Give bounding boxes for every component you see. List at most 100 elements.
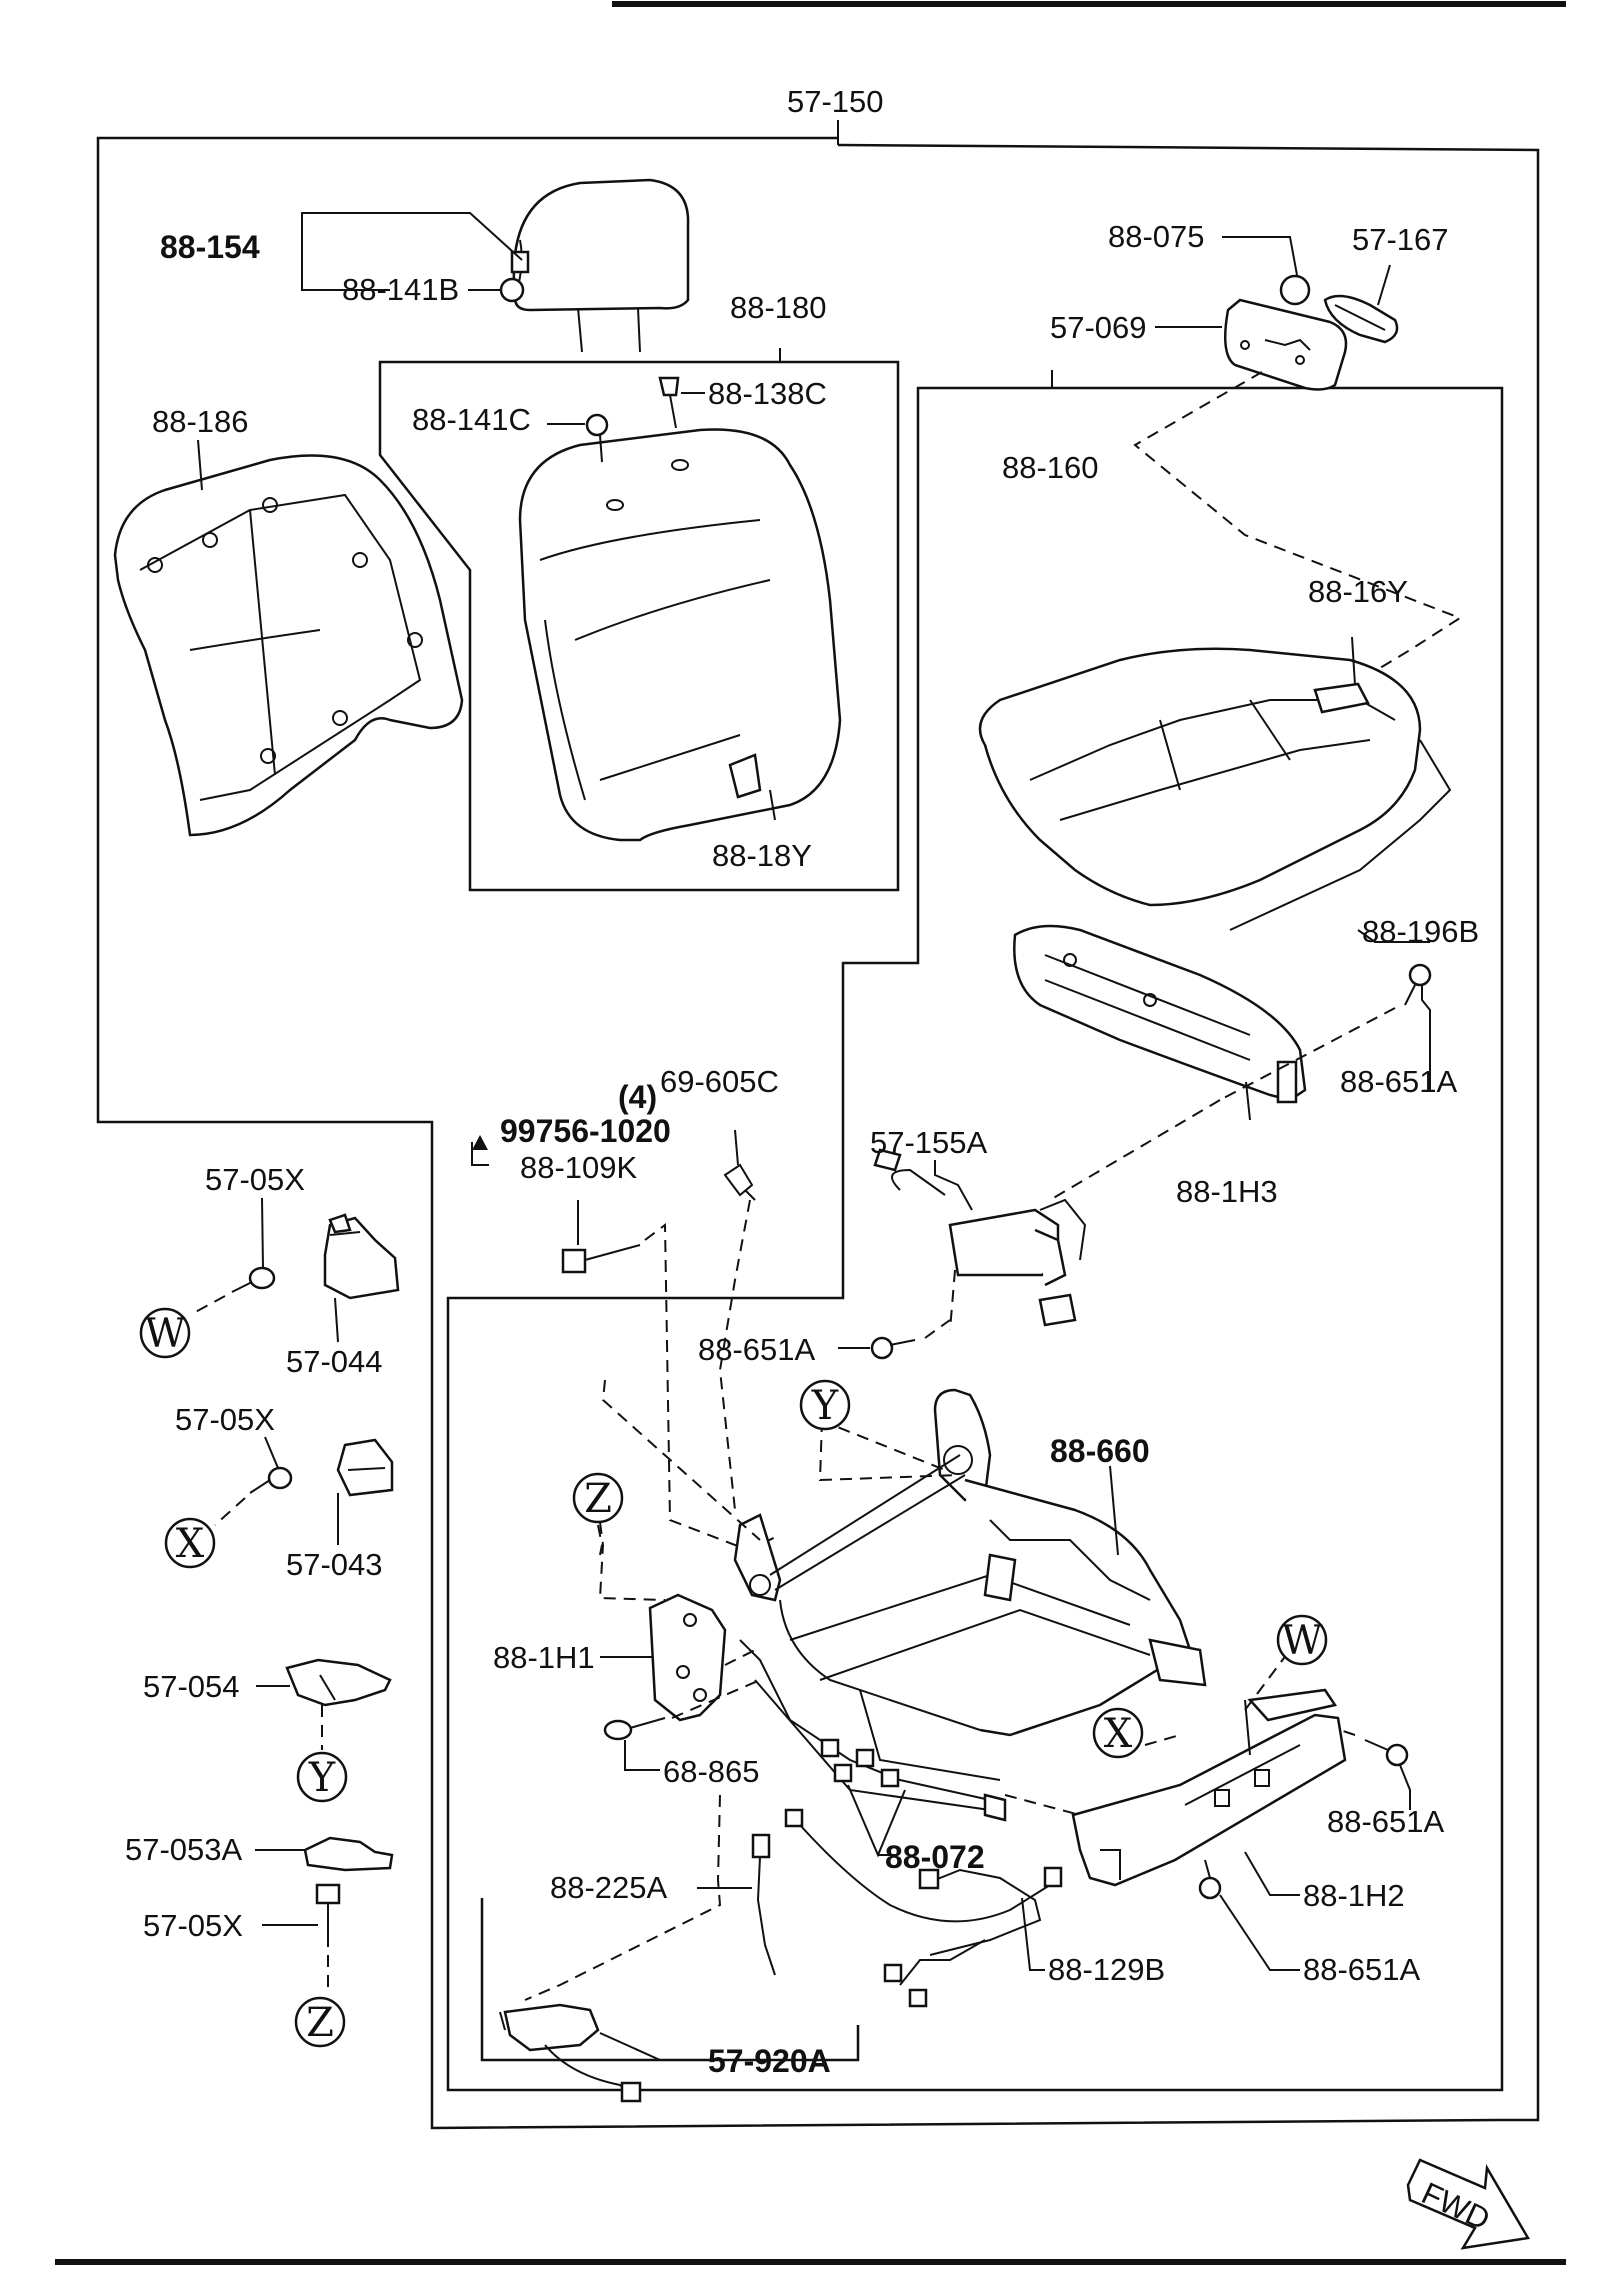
ref-y-left xyxy=(296,1751,348,1803)
bolt-x-part xyxy=(249,1466,293,1494)
label-assembly: 57-150 xyxy=(787,84,884,119)
bolt-z-part xyxy=(315,1883,341,1935)
label-screw-lower: 88-651A xyxy=(1303,1952,1421,1987)
screw-right-leader xyxy=(1399,1764,1411,1810)
label-harness-225: 88-225A xyxy=(550,1870,668,1905)
adjuster-leader xyxy=(1245,1081,1251,1121)
bracket-h1-part xyxy=(648,1593,727,1722)
ref-z-frame-text: Z xyxy=(584,1476,612,1522)
label-back-group: 88-180 xyxy=(730,290,827,325)
ref-x-left-text: X xyxy=(176,1521,205,1567)
back-tag-leader xyxy=(769,789,776,821)
label-headrest-guide-b: 88-141B xyxy=(342,272,459,307)
label-bolt-z: 57-05X xyxy=(143,1908,243,1943)
motor-part xyxy=(873,1148,1087,1327)
ref-x-frame xyxy=(1092,1707,1144,1759)
fwd-arrow: FWD xyxy=(1406,2158,1531,2250)
cover-043-part xyxy=(336,1438,394,1497)
guide-lock-part xyxy=(658,376,680,429)
side-panel-part xyxy=(1223,298,1348,391)
label-bolt: 88-109K xyxy=(520,1150,638,1185)
adjuster-part xyxy=(1013,924,1307,1104)
label-frame: 88-660 xyxy=(1050,1433,1150,1469)
label-cover-043: 57-043 xyxy=(286,1547,383,1582)
bolt-w-part xyxy=(231,1266,276,1293)
label-headrest: 88-154 xyxy=(160,229,260,265)
cushion-pad-leader xyxy=(1357,929,1430,943)
screw-lower-leader xyxy=(1219,1894,1300,1971)
cover-054-part xyxy=(285,1658,392,1707)
label-guide-lock: 88-138C xyxy=(708,376,827,411)
ref-x-frame-text: X xyxy=(1104,1711,1133,1757)
seat-back-part xyxy=(518,428,842,842)
cushion-tag-leader xyxy=(1351,636,1356,686)
label-bolt-alt: 99756-1020 xyxy=(500,1113,671,1149)
ref-y-left-text: Y xyxy=(308,1755,336,1801)
label-screw-right: 88-651A xyxy=(1327,1804,1445,1839)
headrest-part xyxy=(499,178,690,353)
label-screw-mid: 88-651A xyxy=(698,1332,816,1367)
ref-w-left-text: W xyxy=(144,1311,185,1357)
seat-back-group-box xyxy=(378,360,900,892)
bolt-alt-arrowhead xyxy=(472,1135,488,1150)
label-belt-buckle: 57-920A xyxy=(708,2043,831,2079)
bolt-x-leader xyxy=(264,1436,279,1469)
label-bracket-h1: 88-1H1 xyxy=(493,1640,595,1675)
ref-y-frame xyxy=(799,1379,851,1431)
ref-z-frame xyxy=(572,1472,624,1524)
label-side-panel: 57-069 xyxy=(1050,310,1147,345)
motor-leader xyxy=(934,1160,973,1211)
label-clip: 69-605C xyxy=(660,1064,779,1099)
frame-leader xyxy=(1109,1465,1119,1556)
ref-w-frame xyxy=(1276,1614,1328,1666)
clip-part xyxy=(723,1163,756,1201)
label-trim-h2: 88-1H2 xyxy=(1303,1878,1405,1913)
clip-leader xyxy=(734,1129,739,1166)
label-bolt-w: 57-05X xyxy=(205,1162,305,1197)
label-harness-129: 88-129B xyxy=(1048,1952,1165,1987)
label-cover-054: 57-054 xyxy=(143,1669,240,1704)
label-back-cover: 88-186 xyxy=(152,404,249,439)
label-back-tag: 88-18Y xyxy=(712,838,812,873)
headrest-leader xyxy=(301,212,523,261)
screw-upper-leader xyxy=(1421,985,1431,1092)
screw-lower-part xyxy=(1198,1859,1222,1900)
lever-bezel-part xyxy=(1323,294,1399,344)
label-adjuster: 88-1H3 xyxy=(1176,1174,1278,1209)
seat-cushion-part xyxy=(978,647,1452,931)
lever-knob-part xyxy=(1279,274,1311,306)
back-cover-part xyxy=(113,454,464,837)
belt-buckle-leader xyxy=(599,2032,705,2061)
bolt-w-leader xyxy=(261,1197,264,1269)
lever-dashed-path xyxy=(1133,371,1463,681)
assembly-outline xyxy=(96,136,1540,2130)
cushion-group-box xyxy=(446,386,1504,2092)
label-clip-68: 68-865 xyxy=(663,1754,760,1789)
label-cushion-tag: 88-16Y xyxy=(1308,574,1408,609)
label-bolt-x: 57-05X xyxy=(175,1402,275,1437)
label-clips-072: 88-072 xyxy=(885,1839,985,1875)
screw-mid-part xyxy=(870,1336,916,1360)
cover-053a-part xyxy=(303,1836,394,1872)
seat-frame-part xyxy=(733,1388,1207,1822)
label-cover-044: 57-044 xyxy=(286,1344,383,1379)
harness-225-part xyxy=(751,1833,776,1976)
clip-68-leader xyxy=(624,1740,660,1771)
ref-y-frame-text: Y xyxy=(811,1383,839,1429)
trim-h2-part xyxy=(1071,1688,1347,1887)
back-cover-leader xyxy=(197,439,203,491)
label-cushion-group: 88-160 xyxy=(1002,450,1099,485)
ref-z-left xyxy=(294,1996,346,2048)
screw-right-part xyxy=(1364,1739,1409,1767)
label-cover-053a: 57-053A xyxy=(125,1832,243,1867)
ref-x-left xyxy=(164,1517,216,1569)
label-qty: (4) xyxy=(618,1079,657,1115)
trim-h2-leader xyxy=(1244,1851,1300,1896)
belt-buckle-part xyxy=(499,2003,642,2103)
label-cushion-pad: 88-196B xyxy=(1362,914,1479,949)
label-lever-knob: 88-075 xyxy=(1108,219,1205,254)
label-screw-upper: 88-651A xyxy=(1340,1064,1458,1099)
cover-044-leader xyxy=(334,1297,339,1343)
screw-upper-part xyxy=(1404,963,1432,1006)
